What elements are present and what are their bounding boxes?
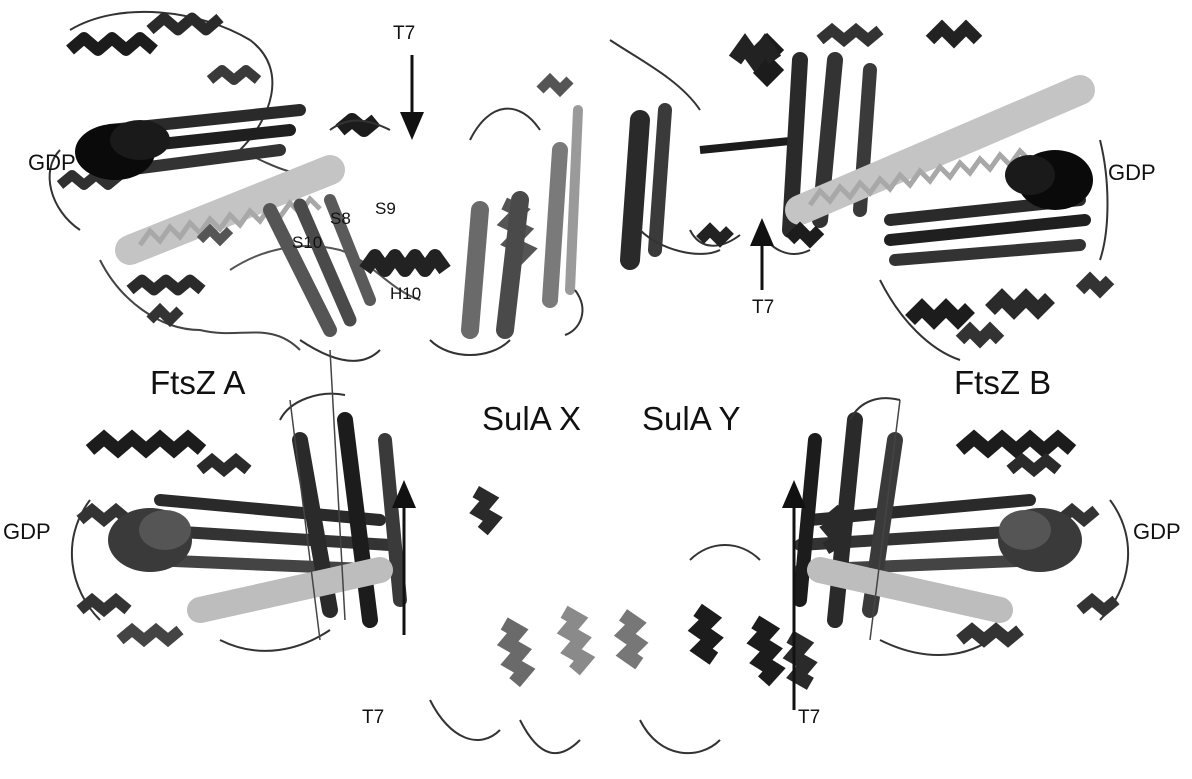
label-t7-bottom-right: T7 xyxy=(798,708,820,727)
label-s10: S10 xyxy=(292,234,322,251)
label-t7-top-right: T7 xyxy=(752,298,774,317)
label-gdp-top-left: GDP xyxy=(28,152,76,174)
label-sula-y: SulA Y xyxy=(642,402,740,435)
label-gdp-top-right: GDP xyxy=(1108,162,1156,184)
label-s9: S9 xyxy=(375,200,396,217)
label-h10: H10 xyxy=(390,285,421,302)
label-ftsz-b: FtsZ B xyxy=(954,366,1051,399)
label-gdp-bottom-right: GDP xyxy=(1133,521,1181,543)
label-s8: S8 xyxy=(330,210,351,227)
label-t7-top-left: T7 xyxy=(393,24,415,43)
label-ftsz-a: FtsZ A xyxy=(150,366,245,399)
label-sula-x: SulA X xyxy=(482,402,581,435)
label-gdp-bottom-left: GDP xyxy=(3,521,51,543)
label-t7-bottom-left: T7 xyxy=(362,708,384,727)
